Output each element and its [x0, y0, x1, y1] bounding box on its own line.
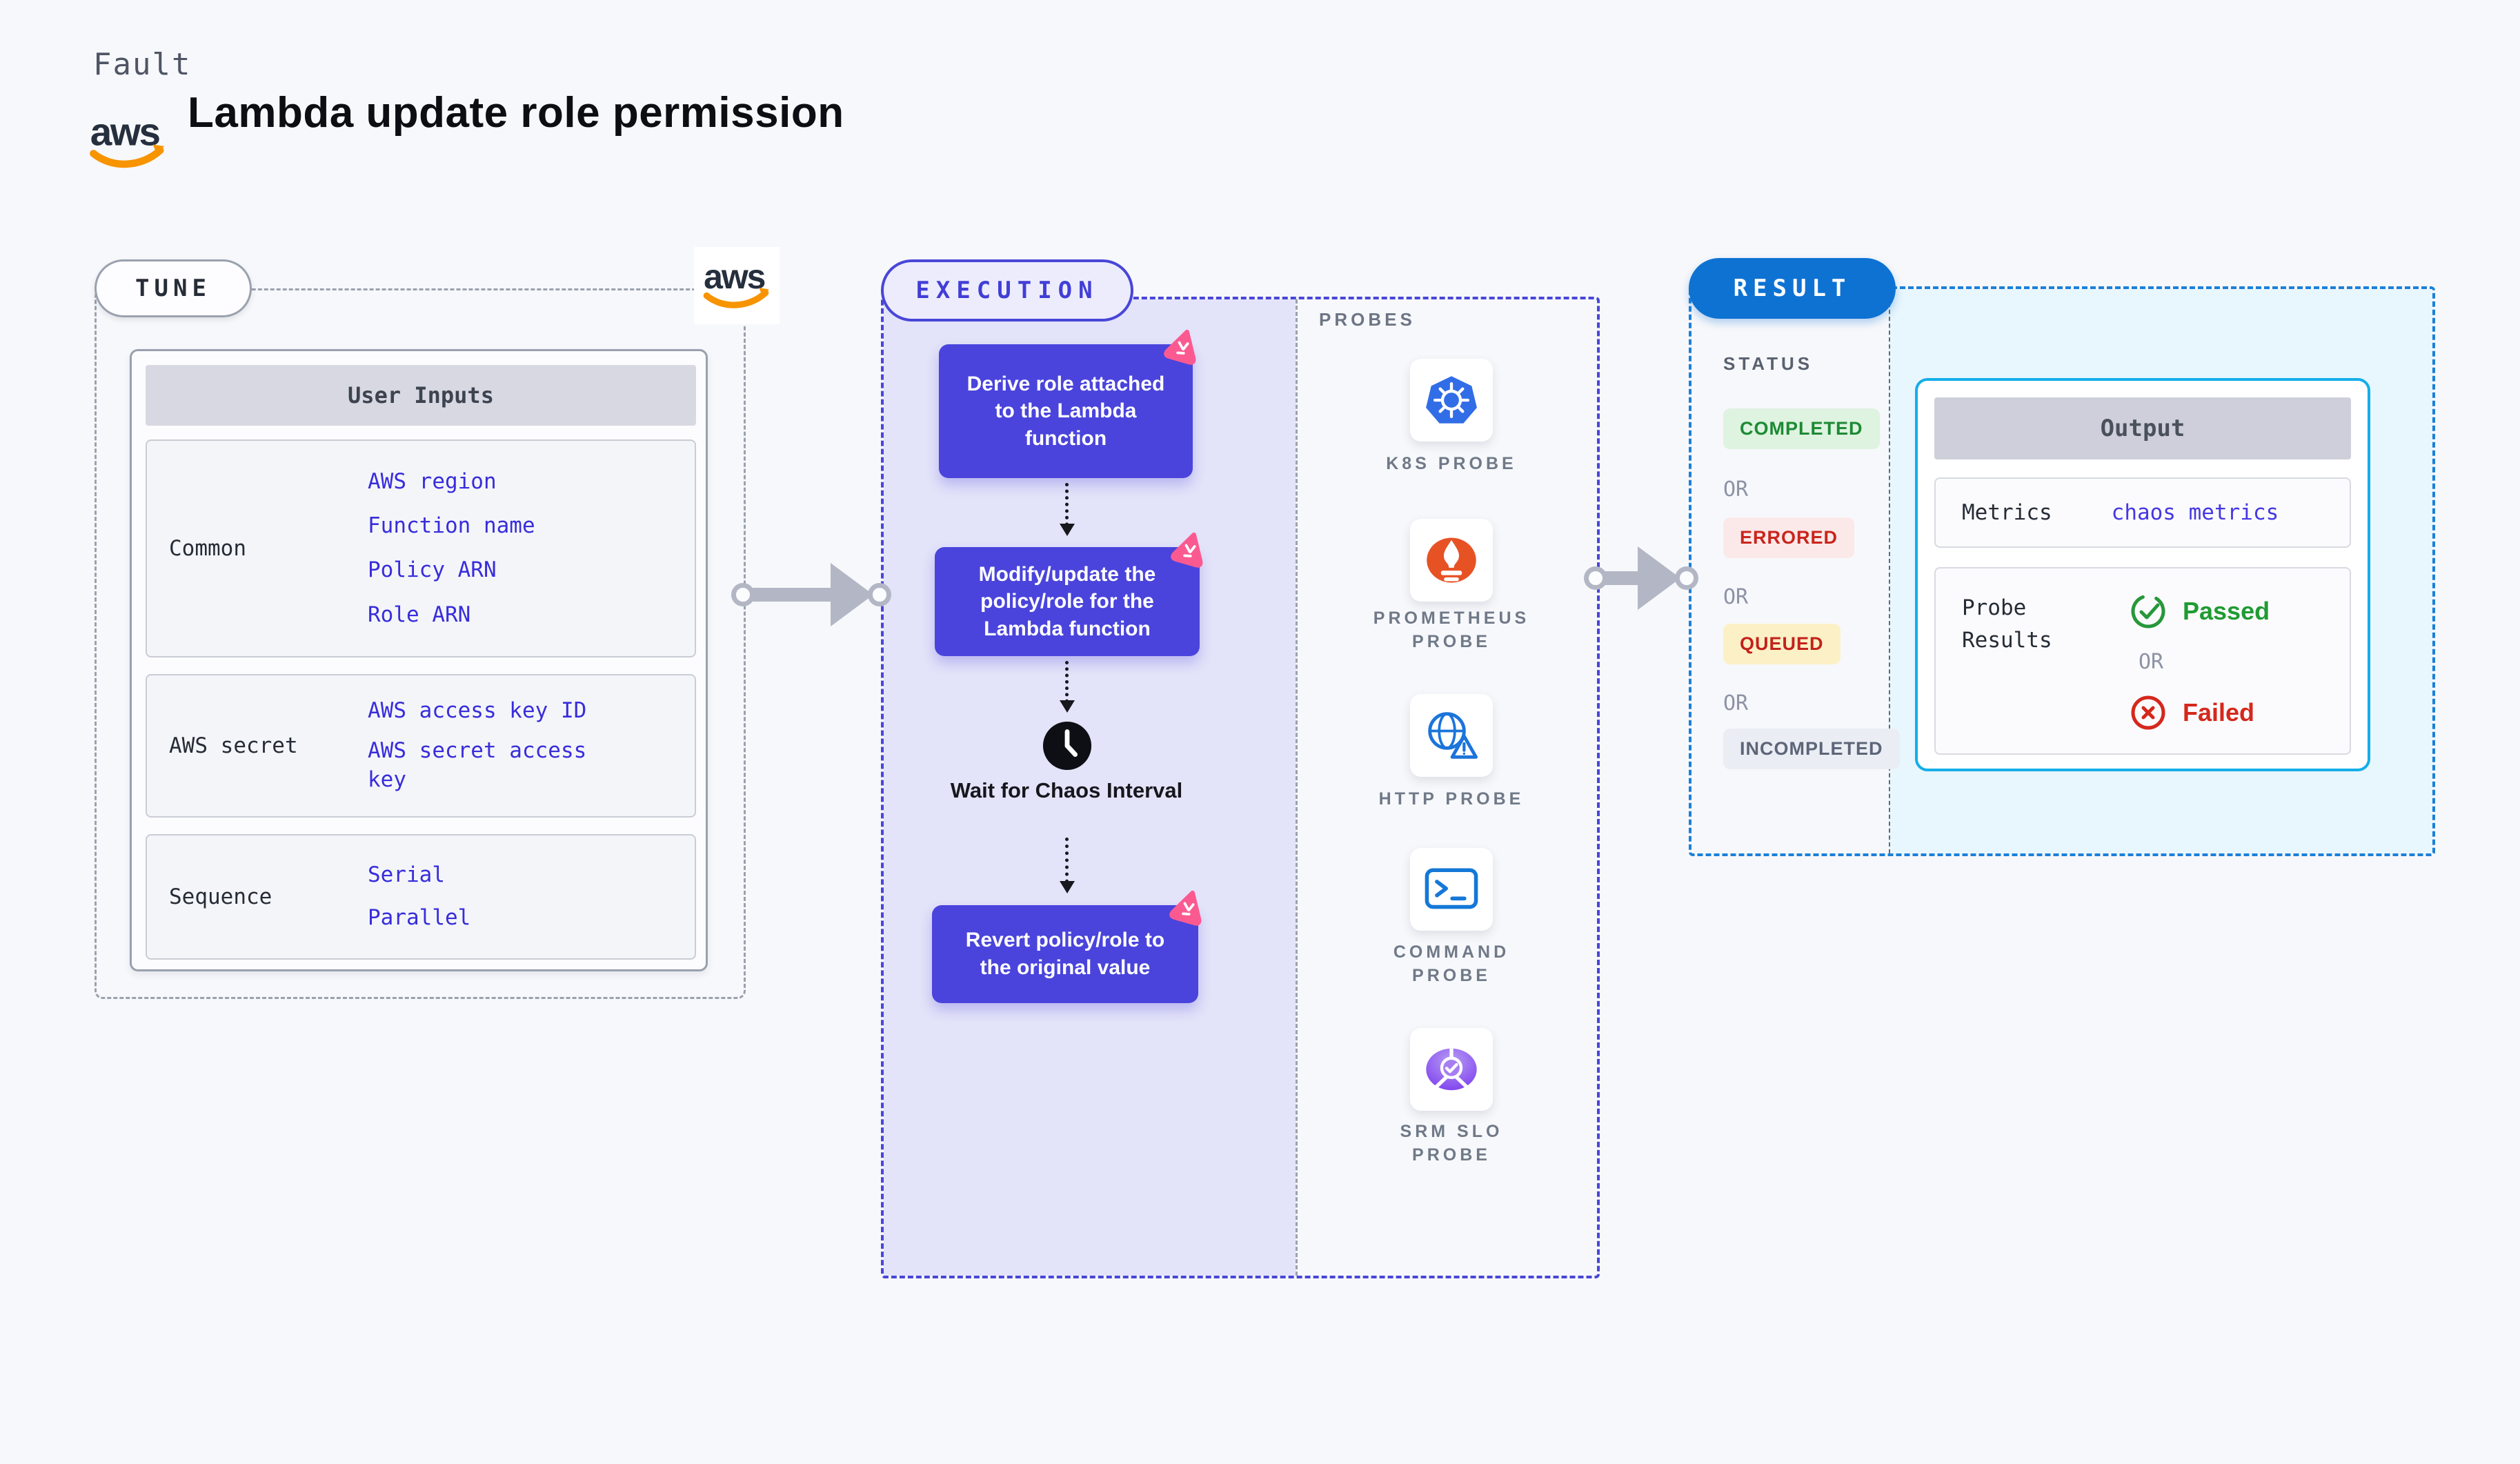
probe-label-srm-slo: SRM SLO PROBE — [1400, 1122, 1503, 1165]
aws-logo-text: aws — [90, 111, 160, 155]
wait-interval-label: Wait for Chaos Interval — [950, 778, 1183, 802]
step-revert-policy: Revert policy/role to the original value — [932, 890, 1202, 1003]
page-title: Lambda update role permission — [188, 89, 844, 137]
or-separator: OR — [2139, 650, 2164, 674]
probe-results-label: Probe Results — [1962, 595, 2052, 653]
failed-label: Failed — [2183, 698, 2255, 726]
arrow-start-dot — [1584, 566, 1607, 590]
or-separator: OR — [1723, 691, 1749, 715]
aws-corner-badge: aws — [694, 247, 780, 324]
metrics-label: Metrics — [1962, 499, 2052, 525]
check-circle-icon — [2131, 594, 2165, 629]
probe-card-prometheus[interactable] — [1410, 519, 1493, 602]
arrow-head — [1638, 546, 1680, 610]
status-badge-queued: QUEUED — [1723, 624, 1841, 664]
row-label: Common — [169, 536, 246, 561]
arrow-start-dot — [731, 583, 755, 606]
input-link-role-arn[interactable]: Role ARN — [368, 602, 471, 627]
srm-slo-icon — [1426, 1048, 1477, 1091]
user-inputs-card: User Inputs Common AWS region Function n… — [130, 349, 708, 971]
fault-eyebrow: Fault — [93, 47, 192, 82]
status-zone-label: STATUS — [1723, 353, 1814, 374]
table-row-aws-secret: AWS secret AWS access key ID AWS secret … — [146, 674, 696, 818]
tune-to-execution-arrow — [731, 563, 891, 626]
kubernetes-icon — [1426, 376, 1477, 424]
probe-card-k8s[interactable] — [1410, 359, 1493, 442]
probe-label-http: HTTP PROBE — [1378, 789, 1525, 809]
or-separator: OR — [1723, 585, 1749, 609]
output-card: Output Metrics chaos metrics Probe Resul… — [1915, 378, 2370, 771]
probe-label-k8s: K8S PROBE — [1386, 454, 1517, 473]
arrow-end-dot — [868, 583, 891, 606]
aws-logo: aws — [87, 109, 168, 175]
aws-smile-icon — [90, 146, 164, 168]
prometheus-icon — [1427, 537, 1476, 583]
probe-results-row: Probe Results Passed OR — [1934, 567, 2351, 755]
table-row-sequence: Sequence Serial Parallel — [146, 834, 696, 960]
flow-connector — [1060, 838, 1075, 893]
chaos-spark-icon — [1168, 886, 1209, 935]
status-output-divider — [1889, 289, 1890, 853]
chaos-spark-icon — [1162, 325, 1204, 374]
result-pill-label: RESULT — [1733, 275, 1852, 302]
status-badge-completed: COMPLETED — [1723, 408, 1880, 449]
step-modify-policy: Modify/update the policy/role for the La… — [935, 532, 1203, 656]
row-label: AWS secret — [169, 733, 298, 758]
input-link-policy-arn[interactable]: Policy ARN — [368, 557, 497, 583]
failed-verdict: Failed — [2129, 693, 2270, 732]
execution-to-result-arrow — [1584, 546, 1698, 610]
flow-connector — [1060, 661, 1075, 713]
execution-probes-divider — [1296, 299, 1298, 1276]
aws-icon: aws — [703, 257, 769, 308]
probe-card-http[interactable] — [1410, 694, 1493, 777]
step-derive-role: Derive role attached to the Lambda funct… — [939, 329, 1196, 478]
table-row-common: Common AWS region Function name Policy A… — [146, 439, 696, 657]
input-link-aws-access-key-id[interactable]: AWS access key ID — [368, 698, 587, 724]
status-badge-incompleted: INCOMPLETED — [1723, 729, 1900, 769]
input-link-parallel[interactable]: Parallel — [368, 905, 471, 931]
user-inputs-header: User Inputs — [146, 365, 696, 426]
metrics-row: Metrics chaos metrics — [1934, 477, 2351, 548]
probe-card-command[interactable] — [1410, 848, 1493, 931]
probe-label-prometheus: PROMETHEUS PROBE — [1373, 609, 1530, 651]
tune-pill-label: TUNE — [135, 275, 211, 302]
passed-verdict: Passed — [2129, 592, 2270, 631]
clock-icon — [1042, 720, 1093, 775]
arrow-end-dot — [1675, 566, 1698, 590]
tune-container — [95, 288, 746, 999]
terminal-icon — [1425, 868, 1478, 909]
x-circle-icon — [2131, 695, 2165, 730]
output-header: Output — [1934, 397, 2351, 459]
input-link-aws-region[interactable]: AWS region — [368, 468, 497, 494]
result-pill: RESULT — [1689, 258, 1896, 319]
probe-label-command: COMMAND PROBE — [1393, 942, 1510, 985]
flow-connector — [1060, 483, 1075, 536]
step-text: Derive role attached to the Lambda funct… — [966, 372, 1165, 450]
execution-pill-label: EXECUTION — [915, 277, 1099, 304]
arrow-head — [831, 563, 873, 626]
row-label: Sequence — [169, 884, 272, 909]
input-link-serial[interactable]: Serial — [368, 862, 445, 887]
probe-card-srm-slo[interactable] — [1410, 1028, 1493, 1111]
step-text: Modify/update the policy/role for the La… — [978, 562, 1156, 640]
execution-pill: EXECUTION — [881, 259, 1133, 322]
step-text: Revert policy/role to the original value — [965, 929, 1165, 979]
chaos-metrics-link[interactable]: chaos metrics — [2111, 500, 2279, 525]
passed-label: Passed — [2183, 597, 2270, 625]
status-badge-errored: ERRORED — [1723, 517, 1855, 558]
tune-pill: TUNE — [95, 259, 252, 317]
or-separator: OR — [1723, 477, 1749, 502]
svg-text:aws: aws — [704, 257, 764, 296]
chaos-spark-icon — [1169, 528, 1211, 577]
http-globe-warning-icon — [1428, 712, 1478, 759]
probes-zone-label: PROBES — [1319, 309, 1416, 330]
input-link-aws-secret-access-key[interactable]: AWS secret access key — [368, 738, 587, 792]
input-link-function-name[interactable]: Function name — [368, 513, 535, 538]
